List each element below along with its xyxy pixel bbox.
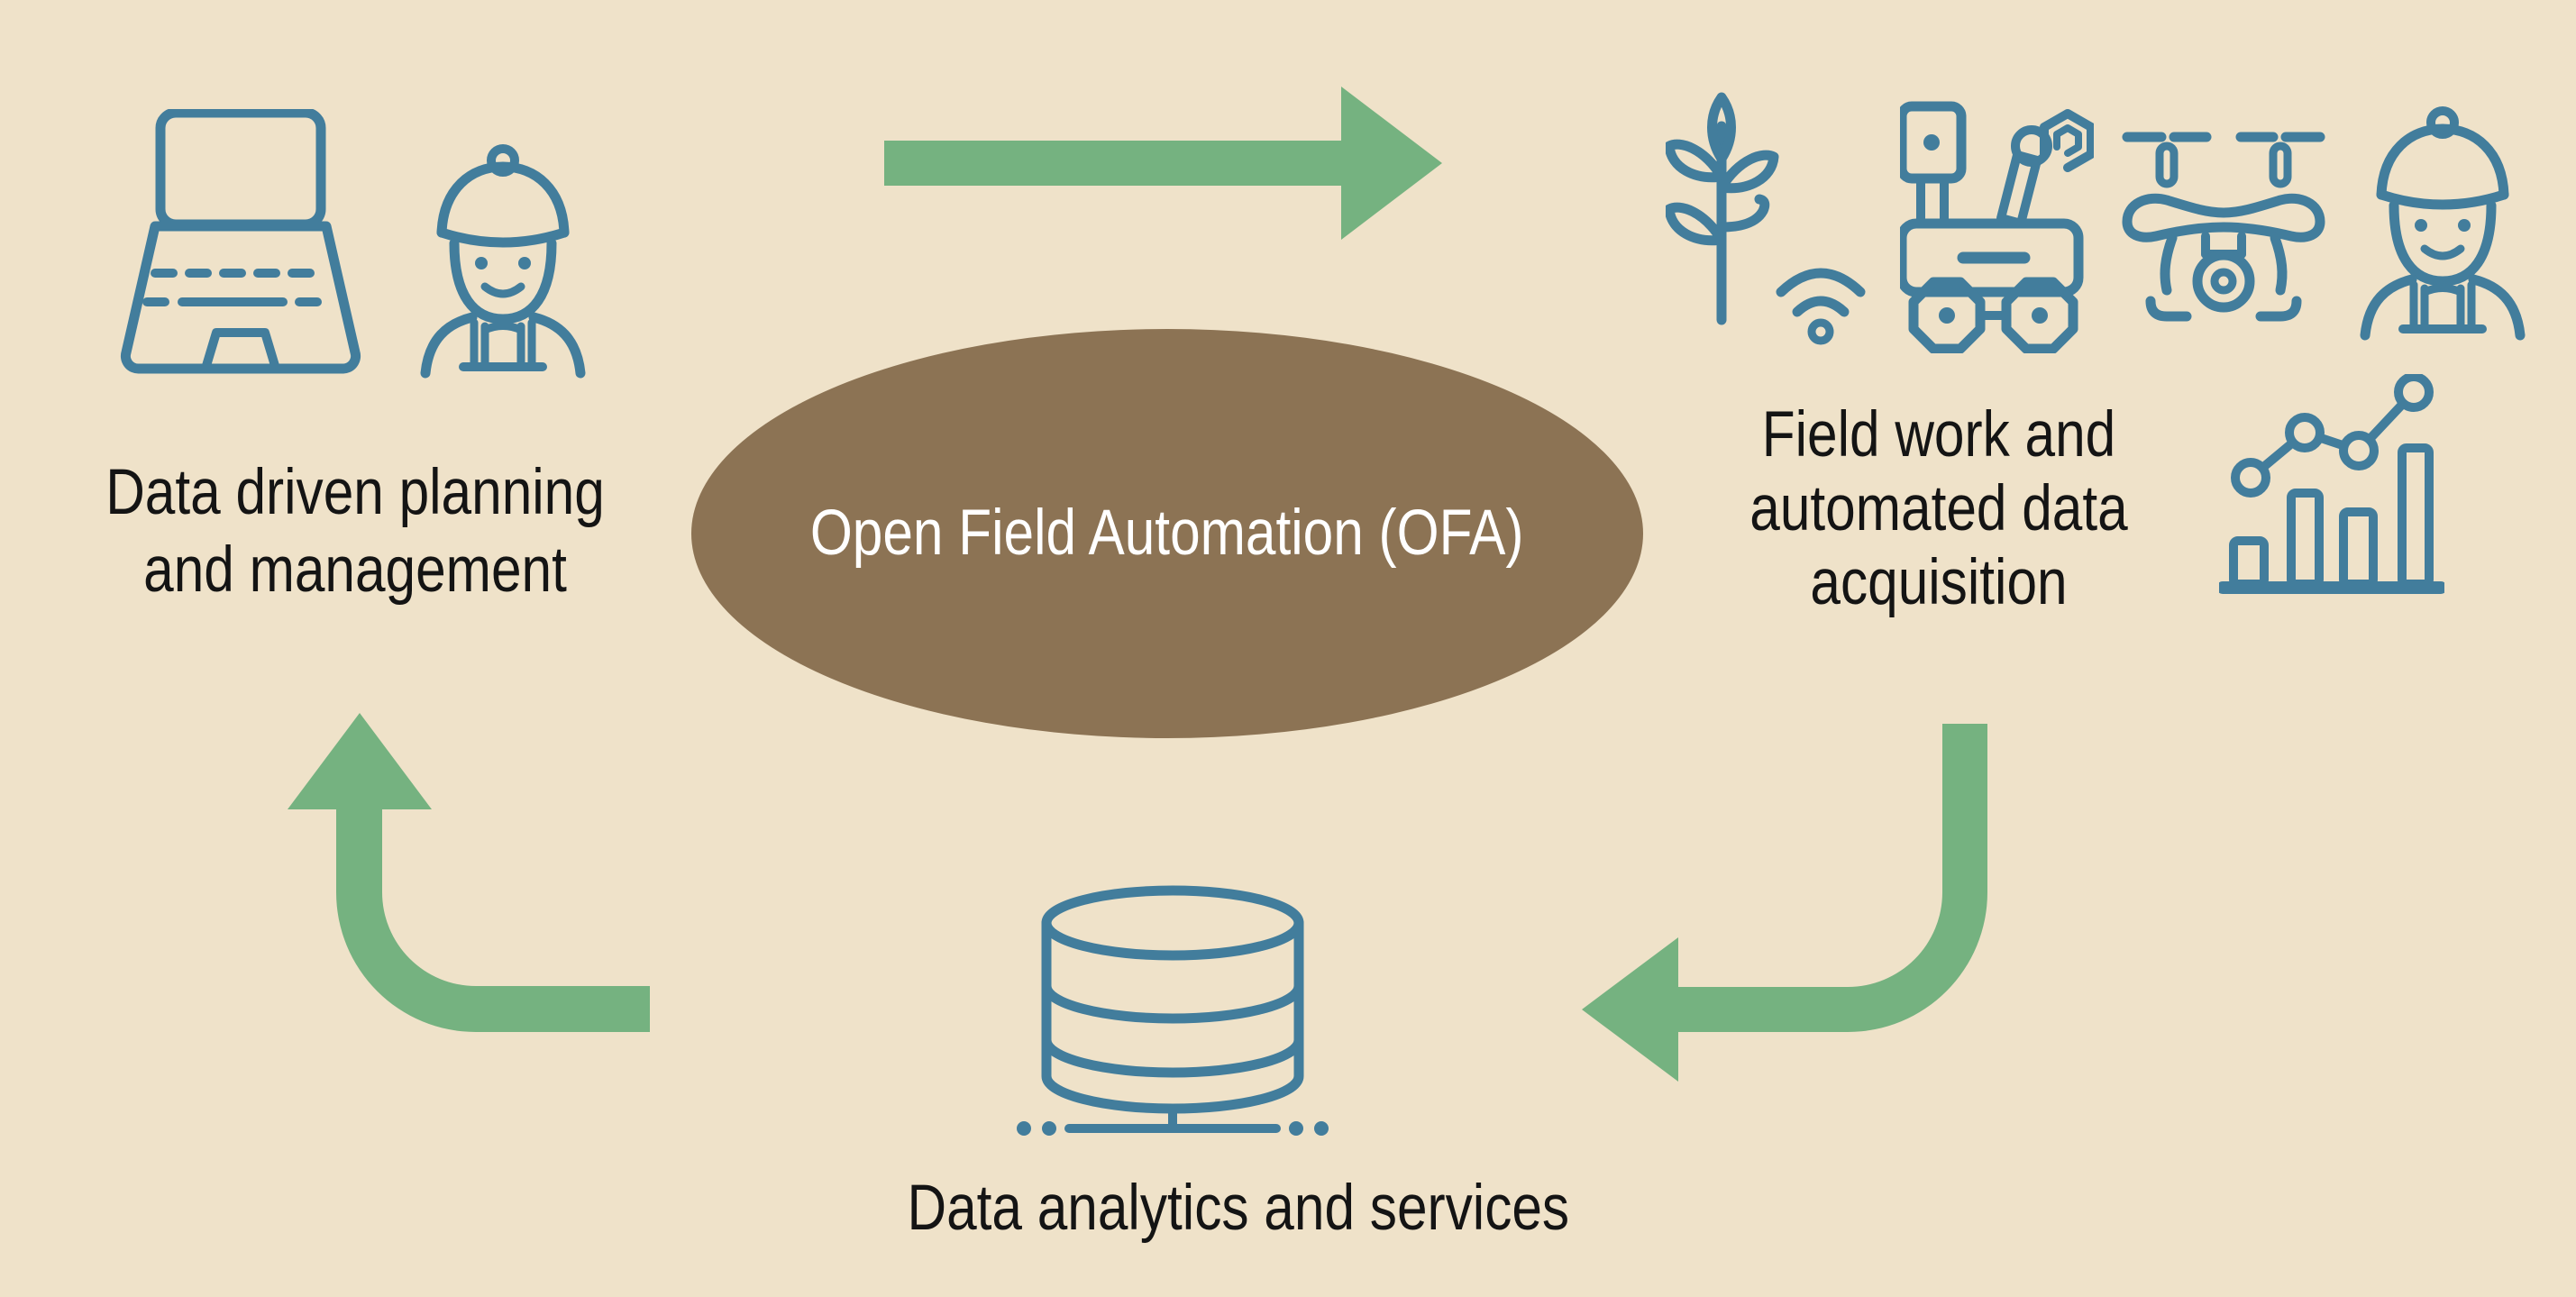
crop-wifi-icon bbox=[1666, 90, 1873, 352]
database-network-icon bbox=[997, 885, 1348, 1146]
farmer-icon bbox=[2360, 105, 2526, 341]
arrow-left-up-icon bbox=[288, 713, 650, 1032]
analytics-label: Data analytics and services bbox=[907, 1173, 1570, 1244]
bar-line-chart-icon bbox=[2219, 374, 2444, 595]
fieldwork-label: Field work and automated data acquisitio… bbox=[1749, 399, 2128, 618]
center-node-label: Open Field Automation (OFA) bbox=[810, 498, 1524, 569]
farmer-icon bbox=[420, 142, 587, 379]
drone-icon bbox=[2120, 124, 2327, 336]
laptop-icon bbox=[119, 109, 362, 381]
planning-label: Data driven planning and management bbox=[105, 457, 605, 606]
rover-icon bbox=[1900, 101, 2094, 353]
arrow-down-left-icon bbox=[1582, 724, 1987, 1082]
arrow-right-icon bbox=[884, 87, 1442, 240]
center-node-ellipse: Open Field Automation (OFA) bbox=[691, 329, 1643, 738]
